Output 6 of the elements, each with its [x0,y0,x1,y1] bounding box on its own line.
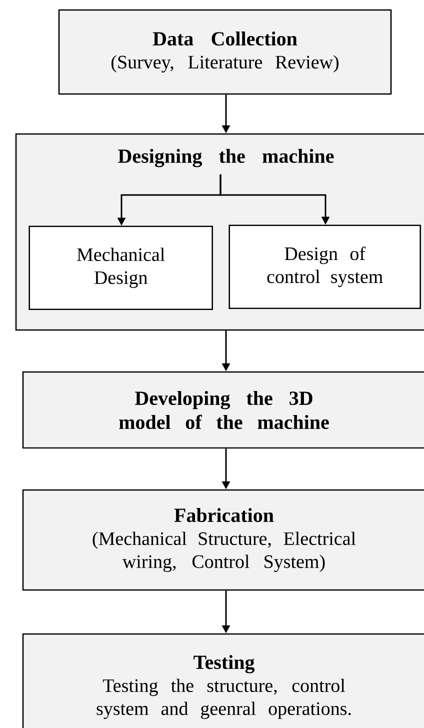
process-box: Fabrication (Mechanical Structure, Electrical wiring, Control System) [22,489,424,591]
process-box: Design of control system [228,224,421,309]
process-box: Developing the 3D model of the machine [22,371,424,449]
process-box: Mechanical Design [28,226,213,310]
process-box: Data Collection (Survey, Literature Review) [58,9,392,95]
process-box: Testing Testing the structure, control system and geenral operations. [22,633,424,728]
